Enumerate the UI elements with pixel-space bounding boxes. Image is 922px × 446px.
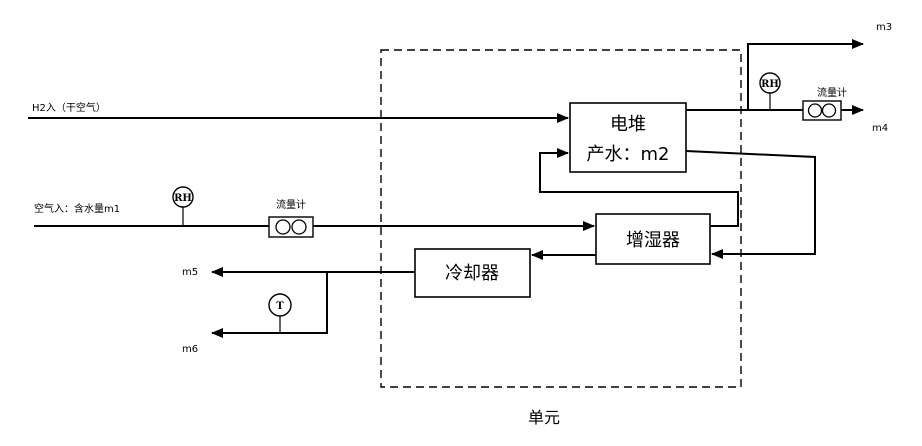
stack-box: 电堆 产水：m2 [570,103,686,172]
flowmeter-left-label: 流量计 [276,198,306,211]
humidifier-label: 增湿器 [626,230,680,251]
flowmeter-left [269,217,313,237]
rh-sensor-top: RH [760,73,780,93]
cooler-label: 冷却器 [445,263,499,284]
h2-inlet-label: H2入（干空气） [32,101,106,114]
flowmeter-top-label: 流量计 [817,86,847,99]
temperature-sensor: T [269,294,291,316]
m5-label: m5 [182,267,198,278]
humidifier-box: 增湿器 [596,214,710,264]
stack-water-label: 产水：m2 [587,144,670,165]
stack-label: 电堆 [610,114,646,135]
m6-label: m6 [182,344,198,355]
svg-text:RH: RH [174,193,192,204]
air-inlet-label: 空气入：含水量m1 [34,202,120,215]
rh-sensor-left: RH [173,187,193,207]
m3-label: m3 [876,22,892,33]
flowmeter-top [803,101,841,120]
m4-label: m4 [872,123,888,134]
svg-text:RH: RH [761,79,779,90]
unit-label: 单元 [528,408,560,427]
cooler-box: 冷却器 [415,249,530,297]
svg-text:T: T [276,301,284,312]
